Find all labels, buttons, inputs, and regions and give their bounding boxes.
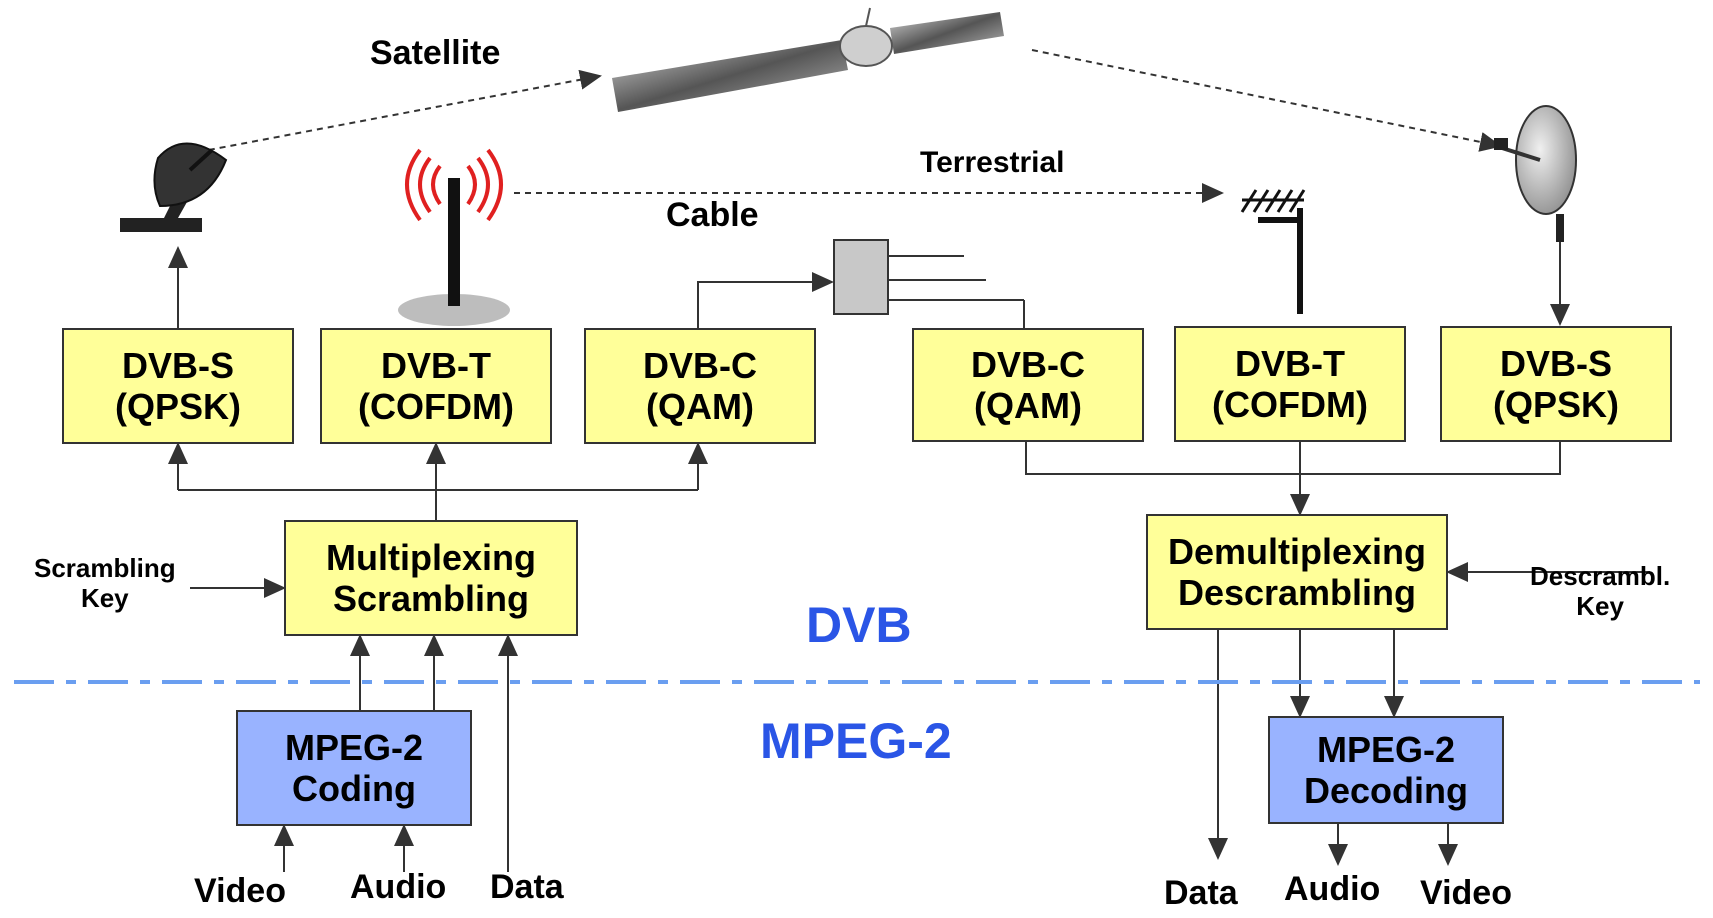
descrambling-key-label: Descrambl. Key [1530,561,1671,622]
descrambling-key-line1: Descrambl. [1530,561,1671,591]
descrambling-label: Descrambling [1177,572,1417,613]
descrambling-key-line2: Key [1576,590,1624,621]
transmitter-tower-icon [398,148,510,326]
cable-label: Cable [666,196,759,234]
rx-dvb-c-mod: (QAM) [974,385,1082,426]
uplink-path [197,69,602,153]
terrestrial-label: Terrestrial [920,146,1065,179]
output-data-label: Data [1164,874,1238,912]
satellite-label: Satellite [370,34,501,72]
cable-splitter-icon [833,239,1025,328]
tx-dvb-c-name: DVB-C [643,344,757,386]
scrambling-key-label: Scrambling Key [34,553,176,614]
rx-dvb-s-box: DVB-S (QPSK) [1440,326,1672,442]
satellite-icon [612,7,1004,112]
dvb-layer-label: DVB [806,597,912,653]
input-data-label: Data [490,868,564,906]
decoding-name: MPEG-2 [1316,728,1456,770]
rx-dvb-c-name: DVB-C [971,343,1085,385]
uplink-dish-icon [120,142,228,232]
tx-dvb-s-name: DVB-S [121,344,234,386]
tx-dvb-s-box: DVB-S (QPSK) [62,328,294,444]
rx-dvb-t-box: DVB-T (COFDM) [1174,326,1406,442]
receiver-dish-icon [1494,105,1577,242]
coding-name: MPEG-2 [284,726,424,768]
rx-dvb-s-mod: (QPSK) [1493,384,1619,425]
output-audio-label: Audio [1284,870,1381,908]
downlink-path [1031,49,1502,152]
mux-scrambling-box: Multiplexing Scrambling [284,520,578,636]
scrambling-key-line2: Key [80,582,129,613]
rx-dvb-t-mod: (COFDM) [1212,384,1368,425]
mpeg2-decoding-box: MPEG-2 Decoding [1268,716,1504,824]
demux-descrambling-box: Demultiplexing Descrambling [1146,514,1448,630]
rx-dvb-c-box: DVB-C (QAM) [912,328,1144,442]
mpeg2-coding-box: MPEG-2 Coding [236,710,472,826]
cable-path [697,272,834,328]
input-video-label: Video [194,872,286,910]
tx-dvb-t-mod: (COFDM) [358,386,514,427]
tx-dvb-c-mod: (QAM) [646,386,754,427]
mpeg-layer-label: MPEG-2 [760,713,952,769]
tx-dvb-c-box: DVB-C (QAM) [584,328,816,444]
rx-dvb-s-name: DVB-S [1499,342,1612,384]
scrambling-label: Scrambling [332,578,530,619]
tx-dvb-t-box: DVB-T (COFDM) [320,328,552,444]
demux-label: Demultiplexing [1167,530,1427,572]
input-audio-label: Audio [350,868,447,906]
rx-dvb-t-name: DVB-T [1235,342,1345,384]
tx-dvb-s-mod: (QPSK) [115,386,241,427]
mux-label: Multiplexing [326,536,536,578]
tv-antenna-icon [1240,189,1306,314]
tx-dvb-t-name: DVB-T [381,344,491,386]
decoding-label: Decoding [1303,770,1468,811]
scrambling-key-line1: Scrambling [34,553,176,583]
output-video-label: Video [1420,874,1512,912]
coding-label: Coding [292,768,416,809]
